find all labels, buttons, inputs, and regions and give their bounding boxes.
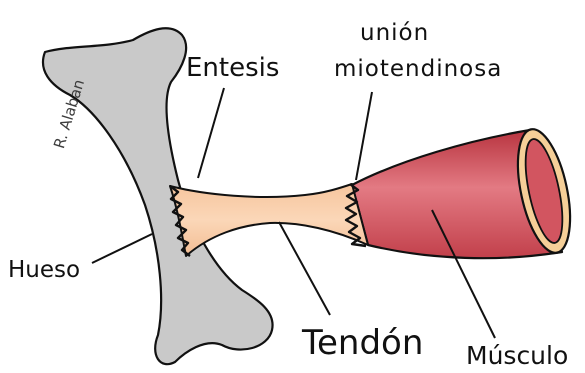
label-entesis: Entesis xyxy=(186,55,279,81)
tendon-shape xyxy=(170,184,368,256)
label-hueso: Hueso xyxy=(8,259,80,282)
label-union-line1: unión xyxy=(360,22,429,45)
hueso-leader-line xyxy=(92,234,152,263)
label-musculo: Músculo xyxy=(466,343,568,368)
label-tendon: Tendón xyxy=(302,326,423,360)
label-union-line2: miotendinosa xyxy=(334,58,502,81)
union-leader-line xyxy=(356,92,372,180)
tendon-leader-line xyxy=(279,222,330,315)
entesis-leader-line xyxy=(198,88,224,178)
